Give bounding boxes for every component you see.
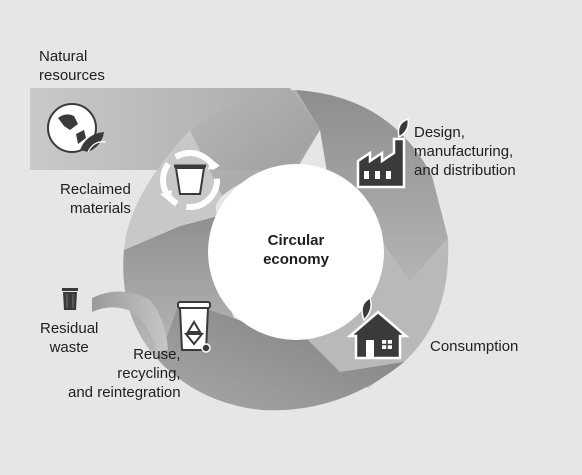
globe-leaf-icon bbox=[47, 103, 107, 153]
center-disc bbox=[208, 164, 384, 340]
diagram-title: Circular economy bbox=[263, 232, 329, 268]
recycle-bin-icon bbox=[177, 301, 211, 353]
label-consumption: Consumption bbox=[430, 338, 519, 355]
label-residual-waste: Residual waste bbox=[40, 320, 99, 356]
label-natural-resources: Natural resources bbox=[39, 48, 105, 84]
factory-icon bbox=[356, 118, 410, 189]
ring-segment-reuse bbox=[158, 300, 404, 411]
trash-can-icon bbox=[62, 288, 78, 310]
label-reclaimed-materials: Reclaimed materials bbox=[60, 181, 131, 217]
residual-waste-tail bbox=[92, 291, 168, 352]
label-design: Design, manufacturing, and distribution bbox=[414, 124, 516, 179]
ring-segment-consumption bbox=[298, 228, 449, 388]
ring-segment-return bbox=[124, 130, 222, 250]
label-reuse: Reuse, recycling, and reintegration bbox=[68, 346, 181, 401]
house-icon bbox=[346, 296, 410, 360]
recycle-bucket-icon bbox=[160, 150, 220, 210]
